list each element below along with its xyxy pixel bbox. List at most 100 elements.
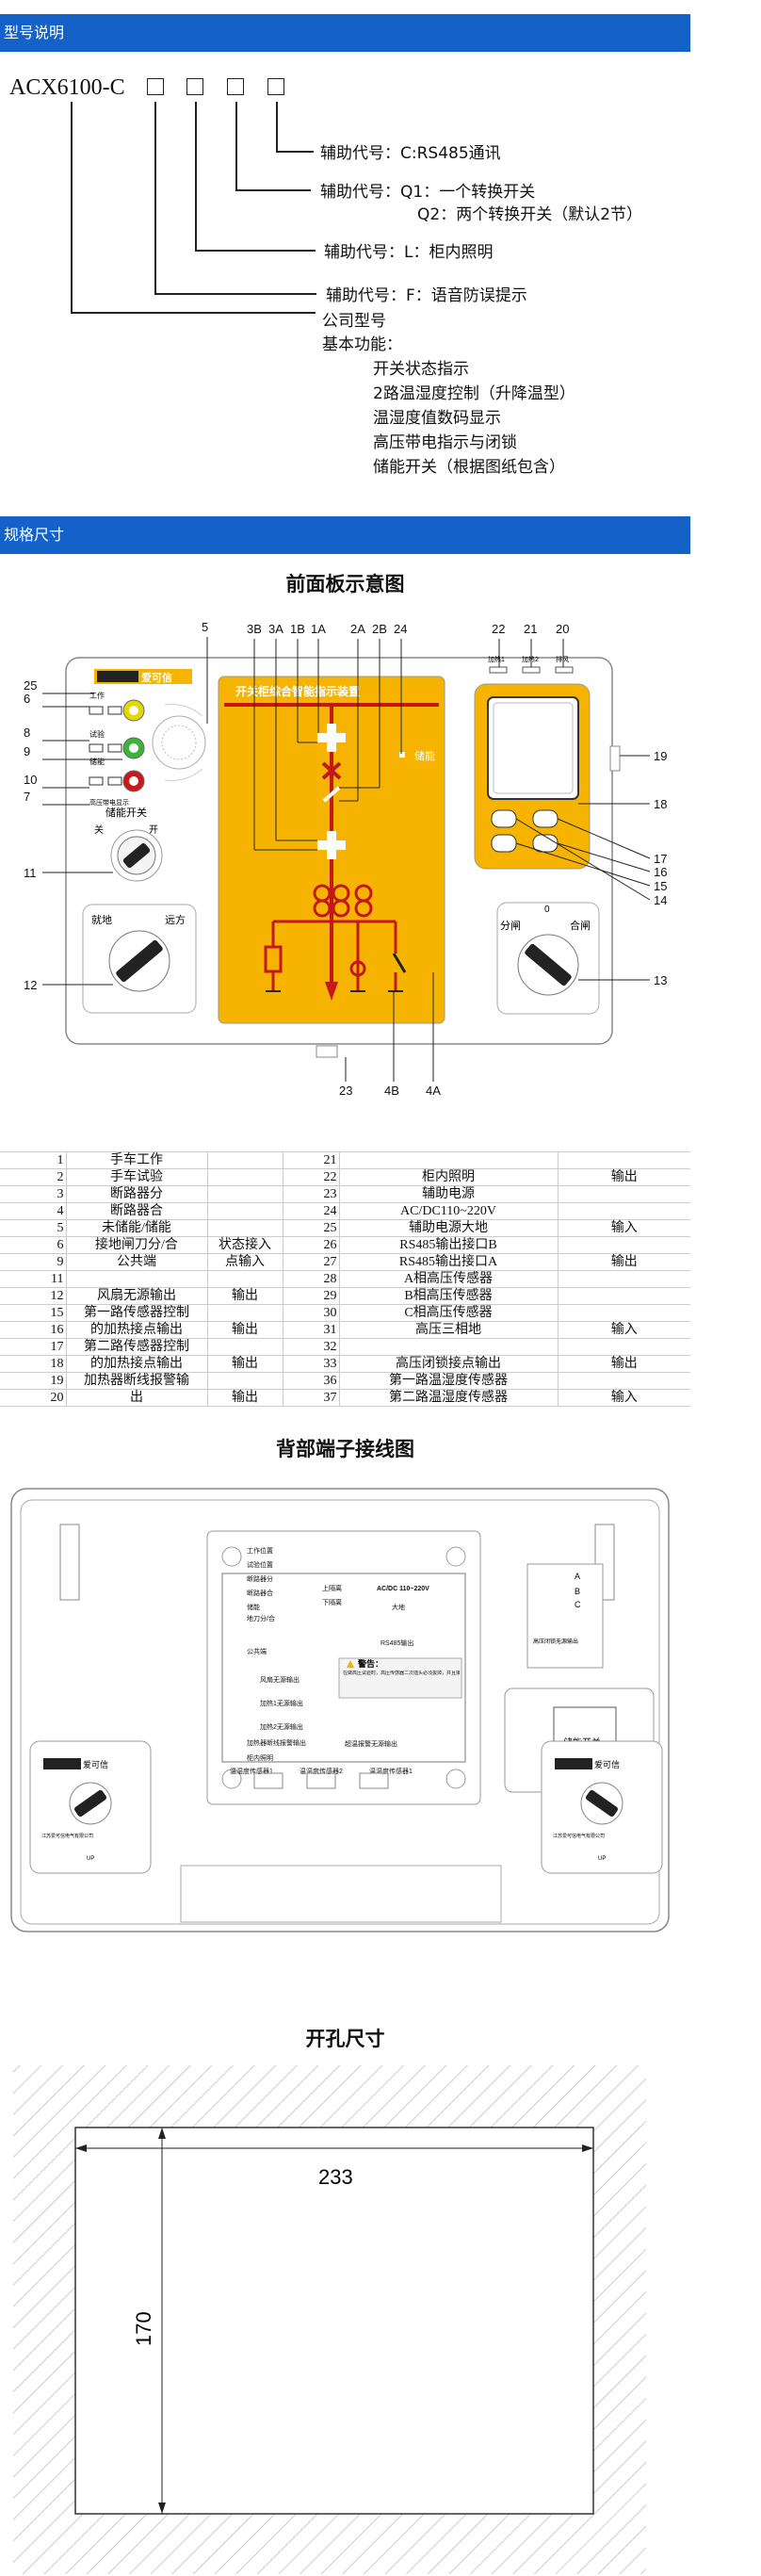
table-cell [65, 1270, 207, 1288]
callout-1a: 1A [311, 622, 326, 636]
callout-3a: 3A [268, 622, 283, 636]
callout-4b: 4B [384, 1084, 399, 1098]
table-cell: 27 [282, 1253, 339, 1271]
callout-11: 11 [24, 866, 37, 880]
table-cell: 1 [57, 1153, 64, 1167]
back-warning-title: 警告： [358, 1658, 383, 1669]
back-terminal-label: 柜内照明 [247, 1753, 273, 1762]
table-cell: 6 [57, 1238, 64, 1252]
back-warning-text: 在做高压试验时，高压传感器二次插头必须拔掉，并且接好电源插头与温湿度传感器插头！ [343, 1671, 460, 1676]
section-header-model: 型号说明 [0, 14, 690, 52]
back-terminal-label: 地刀分/合 [247, 1614, 275, 1622]
table-cell [557, 1372, 690, 1390]
table-cell [557, 1304, 690, 1322]
table-cell: 出 [65, 1389, 207, 1407]
table-cell: RS485输出接口A [338, 1253, 558, 1271]
back-phase-c: C [575, 1600, 581, 1609]
callout-7: 7 [24, 790, 30, 804]
back-company-left: 江苏爱可信电气有限公司 [41, 1833, 93, 1839]
table-cell: 输出 [206, 1355, 283, 1373]
callout-6: 6 [24, 692, 30, 706]
callout-4a: 4A [426, 1084, 441, 1098]
table-cell: 输出 [206, 1389, 283, 1407]
back-ac-dc: AC/DC 110~220V [377, 1586, 429, 1592]
callout-2b: 2B [372, 622, 387, 636]
table-cell: 11 [51, 1272, 64, 1286]
callout-23: 23 [339, 1084, 352, 1098]
callout-22: 22 [492, 622, 505, 636]
back-terminal-label: 试验位置 [247, 1560, 273, 1569]
label-heat1: 加热1 [488, 655, 505, 663]
back-terminal-label: 断路器合 [247, 1589, 273, 1597]
table-cell [206, 1151, 283, 1169]
table-cell [557, 1236, 690, 1254]
table-cell [206, 1168, 283, 1186]
table-cell: 柜内照明 [338, 1168, 558, 1186]
model-func-5: 储能开关（根据图纸包含） [373, 458, 565, 477]
back-terminal-label: 风扇无源输出 [260, 1675, 300, 1684]
table-cell: RS485输出接口B [338, 1236, 558, 1254]
callout-1b: 1B [290, 622, 305, 636]
label-heat2: 加热2 [522, 655, 539, 663]
table-cell [338, 1151, 558, 1169]
table-cell: 24 [282, 1202, 339, 1220]
table-cell: A相高压传感器 [338, 1270, 558, 1288]
table-cell [557, 1202, 690, 1220]
table-cell: 输入 [557, 1219, 690, 1237]
model-item-basic: 基本功能： [322, 335, 402, 354]
table-cell: 输出 [206, 1287, 283, 1305]
callout-9: 9 [24, 744, 30, 758]
callout-21: 21 [524, 622, 537, 636]
back-brand-right: 爱可信 [594, 1759, 620, 1769]
callout-25: 25 [24, 678, 37, 693]
callout-16: 16 [654, 865, 667, 879]
table-cell: 37 [282, 1389, 339, 1407]
callout-13: 13 [654, 973, 667, 987]
back-panel-drawing: 工作位置试验位置断路器分断路器合储能地刀分/合公共端风扇无源输出加热1无源输出加… [10, 1488, 670, 1932]
callout-17: 17 [654, 852, 667, 866]
callout-5: 5 [202, 620, 208, 634]
table-cell: 输入 [557, 1389, 690, 1407]
table-cell: 32 [282, 1338, 339, 1356]
table-cell [206, 1219, 283, 1237]
table-cell: 22 [282, 1168, 339, 1186]
table-cell [206, 1372, 283, 1390]
back-brand-left: 爱可信 [83, 1759, 108, 1769]
label-hv: 高压带电显示 [89, 798, 129, 807]
back-company-right: 江苏爱可信电气有限公司 [553, 1833, 605, 1839]
table-cell: 31 [282, 1321, 339, 1339]
table-cell [206, 1338, 283, 1356]
label-storage: 储能 [89, 757, 105, 766]
table-cell: 状态接入 [206, 1236, 283, 1254]
table-cell [206, 1202, 283, 1220]
model-item-c: 辅助代号：C:RS485通讯 [320, 144, 501, 163]
model-code: ACX6100-C [9, 75, 125, 100]
section-header-dims: 规格尺寸 [0, 516, 690, 554]
model-item-company: 公司型号 [322, 312, 386, 331]
table-cell [206, 1185, 283, 1203]
table-cell: 输出 [206, 1321, 283, 1339]
back-terminal-label: 储能 [247, 1603, 260, 1611]
model-item-q1: 辅助代号：Q1：一个转换开关 [320, 183, 536, 202]
back-terminal-label: 温湿度传感器2 [300, 1767, 343, 1775]
table-cell: 输出 [557, 1355, 690, 1373]
table-cell: 15 [50, 1306, 64, 1320]
table-cell: 19 [50, 1374, 64, 1388]
table-cell [557, 1151, 690, 1169]
model-item-l: 辅助代号：L：柜内照明 [324, 243, 494, 262]
close-label: 合闸 [570, 919, 591, 932]
local-label: 就地 [91, 913, 112, 926]
table-cell: 手车工作 [65, 1151, 207, 1169]
back-ground: 大地 [392, 1603, 405, 1611]
table-cell [206, 1270, 283, 1288]
table-cell [206, 1304, 283, 1322]
callout-15: 15 [654, 879, 667, 893]
model-func-1: 开关状态指示 [373, 360, 469, 379]
